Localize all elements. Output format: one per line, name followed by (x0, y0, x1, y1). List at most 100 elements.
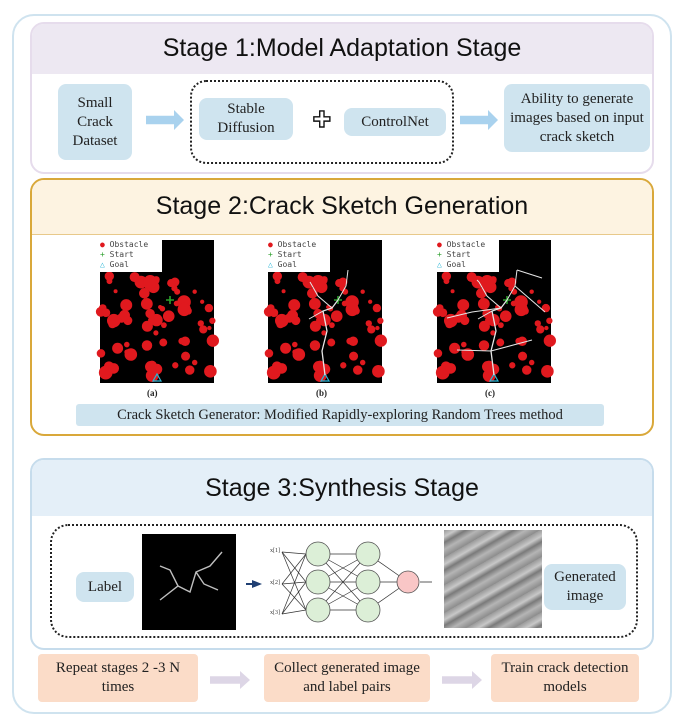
goal-marker-1 (319, 372, 331, 382)
obstacle-2-60 (480, 275, 495, 289)
edge-in-2-1 (281, 581, 307, 615)
legend-obstacle: Obstacle (109, 240, 149, 249)
legend-goal: Goal (109, 260, 129, 269)
nn-node-1 (305, 569, 331, 595)
stage2-title: Stage 2:Crack Sketch Generation (155, 192, 529, 220)
obstacle-2-34 (537, 299, 542, 304)
obstacle-2-50 (443, 278, 450, 285)
obstacle-2-61 (496, 338, 505, 347)
obstacle-2-68 (544, 325, 549, 331)
obstacle-0-11 (209, 317, 216, 324)
obstacle-2-37 (529, 289, 534, 294)
obstacle-2-65 (547, 340, 553, 346)
obstacle-1-24 (292, 348, 306, 361)
obstacle-0-34 (200, 299, 205, 304)
tree-main-1 (321, 299, 339, 376)
nn-node-2 (305, 597, 331, 623)
obstacle-1-56 (313, 369, 327, 382)
edge-in-2-0 (281, 553, 307, 615)
obstacle-2-43 (450, 289, 455, 294)
obstacle-1-37 (360, 289, 365, 294)
label-image (142, 534, 236, 630)
panel-label-c: (c) (485, 388, 495, 398)
obstacle-1-57 (309, 320, 321, 332)
obstacle-marker-icon: ● (268, 240, 273, 249)
nn-node-5 (355, 597, 381, 623)
obstacle-0-67 (158, 304, 163, 310)
obstacle-2-39 (528, 359, 535, 366)
obstacle-0-62 (181, 351, 191, 361)
obstacle-1-5 (292, 341, 298, 348)
obstacle-0-56 (145, 369, 159, 382)
obstacle-0-61 (159, 338, 168, 347)
stage1-arrow-2 (460, 110, 498, 130)
nn-node-0 (305, 541, 331, 567)
obstacle-0-53 (199, 325, 208, 334)
obstacle-2-46 (433, 349, 443, 358)
legend-b: ● Obstacle + Start △ Goal (268, 240, 330, 272)
obstacle-0-63 (145, 361, 157, 373)
edge-in-0-2 (281, 551, 307, 611)
obstacle-2-15 (534, 320, 541, 327)
obstacle-1-16 (330, 310, 343, 322)
obstacle-0-54 (108, 363, 120, 374)
obstacle-marker-icon: ● (437, 240, 442, 249)
goal-marker-icon: △ (437, 260, 442, 269)
obstacle-1-44 (335, 279, 344, 288)
obstacle-0-19 (141, 340, 153, 351)
obstacle-1-38 (272, 271, 283, 281)
obstacle-2-36 (509, 362, 516, 369)
obstacle-2-62 (518, 351, 528, 361)
legend-start: Start (109, 250, 134, 259)
obstacle-1-0 (321, 330, 327, 336)
obstacle-1-62 (349, 351, 359, 361)
goal-marker-icon: △ (268, 260, 273, 269)
stage1-dotted-group (190, 80, 454, 164)
controlnet-box: ControlNet (344, 108, 446, 136)
edge-in-0-0 (281, 551, 307, 555)
stable-diffusion-box: Stable Diffusion (199, 98, 293, 140)
obstacle-0-24 (124, 348, 138, 361)
obstacle-2-24 (461, 348, 475, 361)
obstacle-1-58 (353, 365, 363, 375)
nn-output-node (396, 570, 420, 594)
obstacle-2-47 (514, 302, 528, 317)
obstacle-0-64 (101, 308, 111, 318)
bottom-arrow-2 (442, 671, 482, 689)
edge-in-1-2 (281, 583, 307, 611)
obstacle-1-61 (327, 338, 336, 347)
obstacle-2-57 (478, 320, 490, 332)
obstacle-2-64 (438, 308, 448, 318)
obstacle-0-46 (96, 349, 106, 358)
obstacle-1-46 (264, 349, 274, 358)
input-label-2: x[2] (270, 580, 280, 586)
stage1-arrow-1 (146, 110, 184, 130)
obstacle-1-63 (313, 361, 325, 373)
tree-extra-2 (446, 269, 546, 352)
obstacle-0-35 (112, 342, 124, 354)
obstacle-1-36 (340, 362, 347, 369)
obstacle-0-28 (119, 309, 130, 321)
obstacle-0-0 (153, 330, 159, 336)
legend-goal: Goal (277, 260, 297, 269)
obstacle-1-51 (297, 272, 308, 283)
obstacle-2-28 (456, 309, 467, 321)
input-label-3: x[3] (270, 610, 280, 616)
legend-start: Start (277, 250, 302, 259)
obstacle-0-65 (210, 340, 216, 346)
obstacle-2-6 (498, 322, 504, 329)
stage3-dotted-group (50, 524, 638, 638)
dataset-box: Small Crack Dataset (58, 84, 132, 160)
panel-label-a: (a) (147, 388, 158, 398)
obstacle-1-19 (309, 340, 321, 351)
obstacle-0-45 (108, 320, 117, 329)
goal-marker-icon: △ (100, 260, 105, 269)
obstacle-2-20 (541, 303, 551, 313)
obstacle-1-45 (276, 320, 285, 329)
obstacle-2-63 (482, 361, 494, 373)
obstacle-0-39 (191, 359, 198, 366)
repeat-box: Repeat stages 2 -3 N times (38, 654, 198, 702)
obstacle-1-50 (274, 278, 281, 285)
